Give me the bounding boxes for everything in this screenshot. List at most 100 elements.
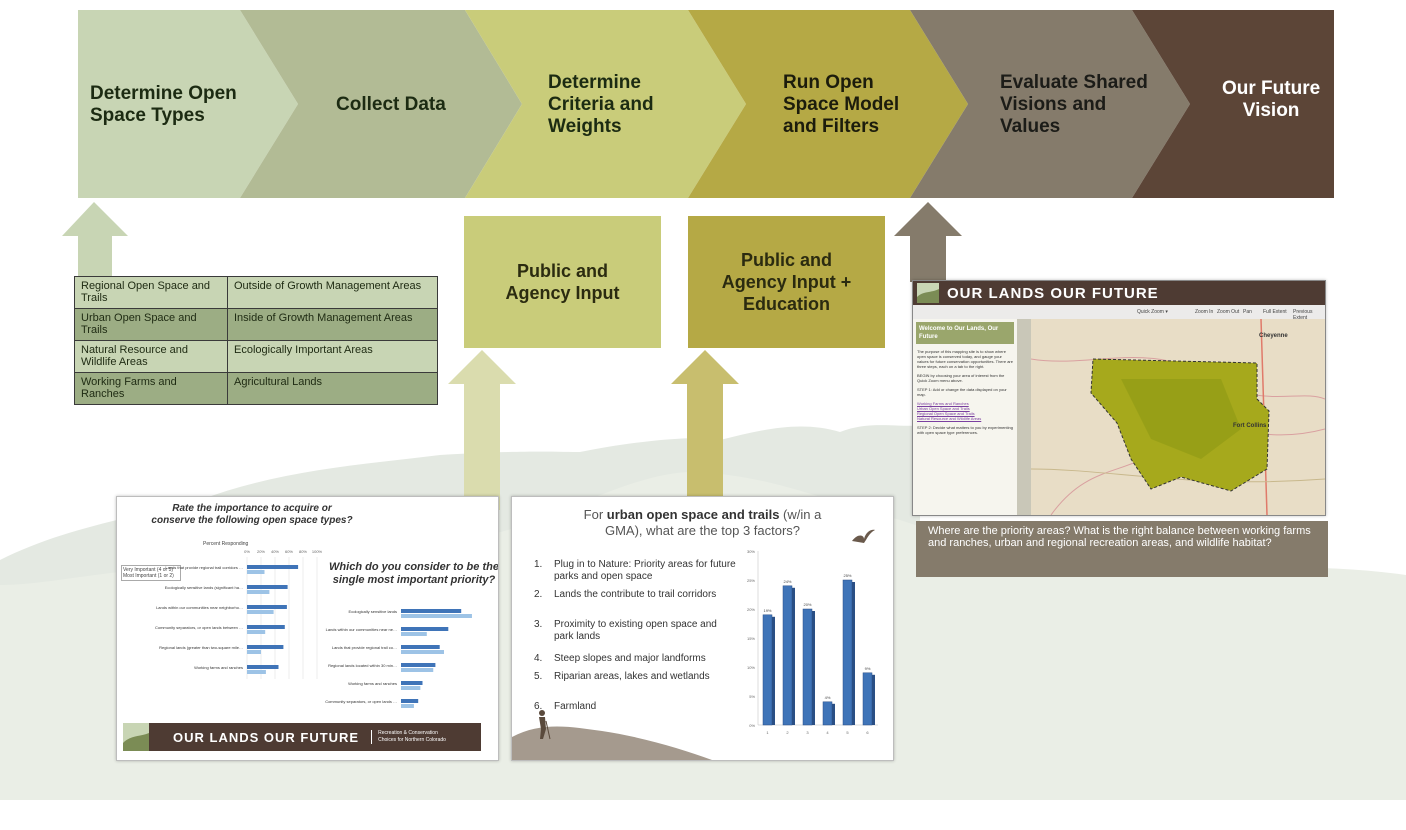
zoom-out-button[interactable]: Zoom Out [1217, 309, 1240, 315]
survey-right-label: Community separators, or open lands … [325, 699, 397, 704]
bar [247, 630, 266, 634]
bar [247, 565, 299, 569]
bar [247, 665, 279, 669]
bar [401, 663, 436, 667]
x-tick-label: 40% [271, 549, 279, 554]
side-link[interactable]: Regional Open Space and Trails [917, 411, 975, 416]
map-viewer-card: OUR LANDS OUR FUTURE Quick Zoom ▾ Zoom I… [912, 280, 1326, 516]
zoom-in-button[interactable]: Zoom In [1195, 309, 1214, 315]
side-link[interactable]: Working Farms and Ranches [917, 401, 969, 406]
bar [401, 650, 444, 654]
x-tick-label: 80% [299, 549, 307, 554]
bar [247, 605, 287, 609]
x-tick-label: 6 [866, 730, 869, 735]
previous-extent-button[interactable]: Previous Extent [1293, 309, 1313, 321]
y-tick-label: 10% [747, 665, 755, 670]
map-canvas[interactable] [1031, 319, 1325, 515]
data-label: 19% [763, 608, 771, 613]
side-link[interactable]: Urban Open Space and Trails [917, 406, 970, 411]
side-text: STEP 1: Add or change the data displayed… [917, 387, 1007, 397]
bar-shadow [832, 703, 835, 725]
survey-footer-banner: OUR LANDS OUR FUTURE Recreation & Conser… [145, 723, 481, 751]
arrow-to-step-4 [671, 350, 739, 510]
bar [822, 701, 833, 726]
table-cell: Ecologically Important Areas [227, 340, 438, 373]
side-text: The purpose of this mapping site is to s… [917, 349, 1013, 369]
bar [762, 614, 773, 726]
bar [401, 681, 423, 685]
survey-left-label: Regional lands (greater than two-square … [159, 645, 243, 650]
list-item: 5.Riparian areas, lakes and wetlands [534, 671, 710, 682]
survey-left-label: Lands that provide regional trail corrid… [165, 565, 243, 570]
x-tick-label: 4 [826, 730, 829, 735]
side-text: STEP 2: Decide what matters to you by ex… [917, 425, 1013, 435]
list-item: 6.Farmland [534, 701, 597, 712]
survey-axis-title: Percent Responding [203, 541, 249, 547]
x-tick-label: 20% [257, 549, 265, 554]
x-tick-label: 0% [244, 549, 250, 554]
chevron-evaluate [910, 10, 1190, 198]
data-label: 25% [843, 573, 851, 578]
map-caption: Where are the priority areas? What is th… [916, 521, 1328, 577]
bar [247, 590, 270, 594]
survey-left-label: Lands within our communities near neighb… [156, 605, 243, 610]
bar-shadow [792, 587, 795, 725]
x-tick-label: 5 [846, 730, 849, 735]
quick-zoom-dropdown[interactable]: Quick Zoom ▾ [1137, 309, 1168, 315]
map-label-cheyenne: Cheyenne [1259, 333, 1288, 339]
legend-item: Most Important (1 or 2) [123, 573, 174, 579]
chevron-criteria [465, 10, 746, 198]
full-extent-button[interactable]: Full Extent [1263, 309, 1287, 315]
bar [401, 704, 414, 708]
bar-shadow [852, 582, 855, 725]
bar-shadow [812, 611, 815, 725]
survey-right-label: Lands within our communities near ne… [326, 627, 397, 632]
bar [401, 645, 440, 649]
survey-left-label: Community separators, or open lands betw… [155, 625, 243, 630]
x-tick-label: 3 [806, 730, 809, 735]
map-header-title: OUR LANDS OUR FUTURE [947, 285, 1159, 302]
chevron-determine-types [78, 10, 298, 198]
bar [401, 699, 419, 703]
hiker-hill [512, 710, 712, 760]
process-chevrons [78, 10, 1334, 198]
survey-legend: Very Important (4 or 5) Most Important (… [121, 565, 181, 581]
step-2-label: Collect Data [336, 94, 446, 115]
arrow-to-step-5 [894, 202, 962, 282]
top-factors-card: For urban open space and trails (w/in a … [511, 496, 894, 761]
pan-button[interactable]: Pan [1243, 309, 1252, 315]
bar [247, 570, 265, 574]
legend-item: Very Important (4 or 5) [123, 567, 174, 573]
bar [401, 614, 472, 618]
table-row: Urban Open Space and Trails Inside of Gr… [74, 308, 438, 341]
table-row: Working Farms and Ranches Agricultural L… [74, 372, 438, 405]
arrow-to-step-3 [448, 350, 516, 510]
table-cell: Agricultural Lands [227, 372, 438, 405]
chevron-future-vision [1132, 10, 1334, 198]
y-tick-label: 15% [747, 636, 755, 641]
chevron-collect-data [240, 10, 522, 198]
x-tick-label: 1 [766, 730, 769, 735]
survey-right-label: Ecologically sensitive lands [349, 609, 397, 614]
survey-right-label: Regional lands located within 30 min… [328, 663, 397, 668]
side-panel-title: Welcome to Our Lands, Our Future [916, 322, 1014, 344]
bar [247, 625, 285, 629]
table-cell: Regional Open Space and Trails [74, 276, 228, 309]
map-side-tabs[interactable] [1017, 319, 1031, 515]
bar [842, 579, 853, 726]
bar [247, 670, 266, 674]
list-item: 3.Proximity to existing open space and p… [534, 619, 717, 642]
side-link[interactable]: Natural Resource and Wildlife Areas [917, 416, 982, 421]
data-label: 24% [783, 579, 791, 584]
table-cell: Natural Resource and Wildlife Areas [74, 340, 228, 373]
y-tick-label: 0% [749, 723, 755, 728]
bar-shadow [772, 616, 775, 725]
bar-shadow [872, 674, 875, 725]
